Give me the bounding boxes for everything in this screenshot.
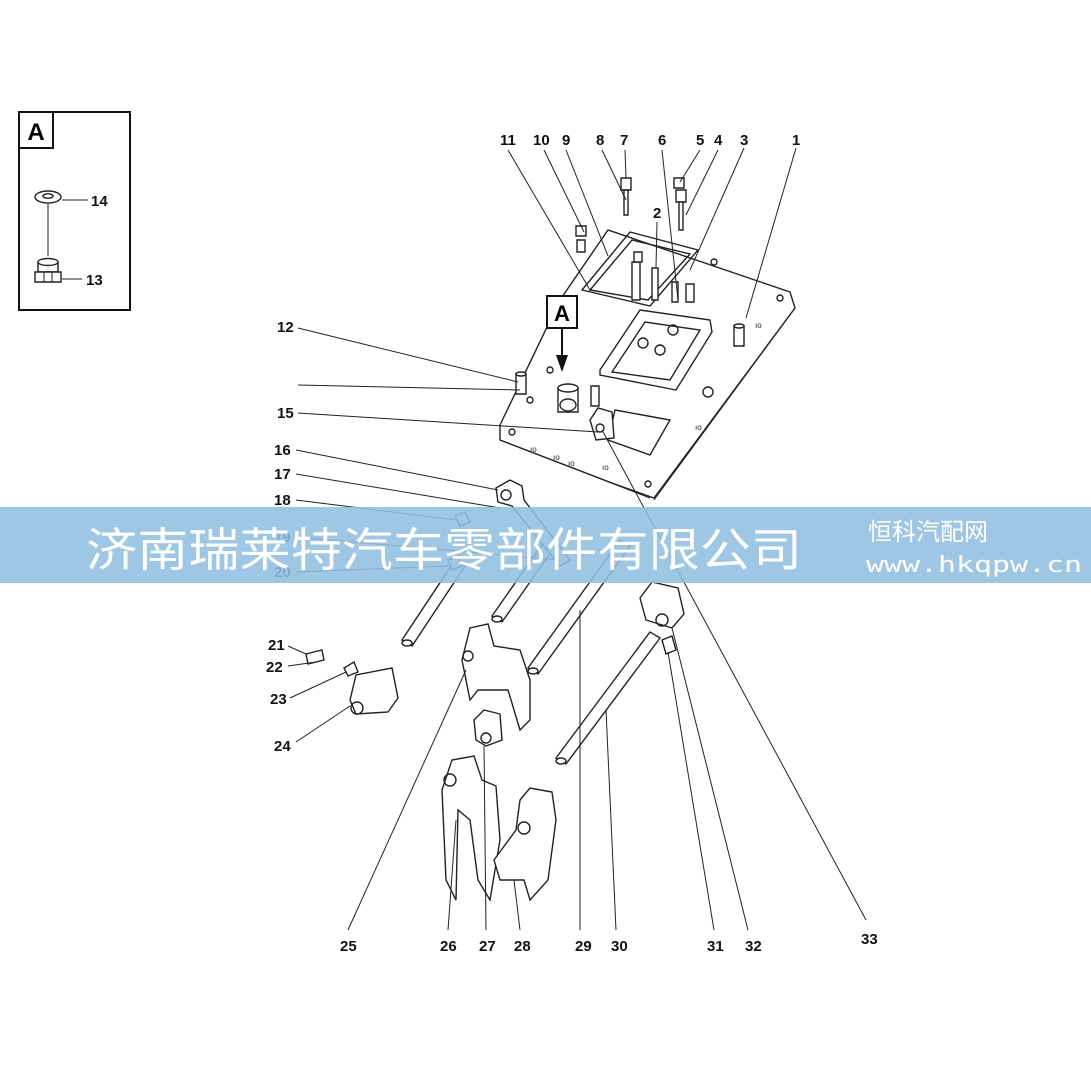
- svg-text:ıo: ıo: [530, 445, 537, 454]
- part-label: 6: [658, 132, 666, 149]
- part-label: 13: [86, 272, 103, 289]
- watermark-company: 济南瑞莱特汽车零部件有限公司: [86, 523, 802, 577]
- part-label: 3: [740, 132, 748, 149]
- detail-box-a: A 14 13: [18, 111, 131, 311]
- part-label: 33: [861, 931, 878, 948]
- part-label: 30: [611, 938, 628, 955]
- part-label: 1: [792, 132, 800, 149]
- bolts-and-springs: [515, 177, 745, 407]
- part-label: 11: [500, 132, 516, 149]
- part-label: 10: [533, 132, 550, 149]
- watermark-url: www.hkqpw.cn: [866, 553, 1082, 578]
- watermark-site-name: 恒科汽配网: [868, 518, 988, 546]
- svg-text:ıo: ıo: [568, 459, 575, 468]
- svg-text:ıo: ıo: [695, 423, 702, 432]
- part-label: 7: [620, 132, 628, 149]
- part-label: 16: [274, 442, 291, 459]
- washer-part: [34, 190, 62, 204]
- part-label: 21: [268, 637, 285, 654]
- part-label: 32: [745, 938, 762, 955]
- part-label: 12: [277, 319, 294, 336]
- part-label: 8: [596, 132, 604, 149]
- part-label: 15: [277, 405, 294, 422]
- callout-a: A: [546, 295, 578, 372]
- part-number-labels: 1 2 3 4 5 6 7 8 9 10 11 12 15 16 17 18 1…: [266, 132, 878, 955]
- part-label: 29: [575, 938, 592, 955]
- watermark-banner: 济南瑞莱特汽车零部件有限公司 恒科汽配网 www.hkqpw.cn: [0, 507, 1091, 583]
- leader-lines: [287, 147, 867, 931]
- svg-text:ıo: ıo: [602, 463, 609, 472]
- part-label: 31: [707, 938, 724, 955]
- part-label: 23: [270, 691, 287, 708]
- part-label: 28: [514, 938, 531, 955]
- callout-a-label: A: [554, 301, 570, 326]
- watermark-band: [0, 507, 1091, 583]
- svg-text:ıo: ıo: [553, 453, 560, 462]
- part-label: 22: [266, 659, 283, 676]
- part-label: 27: [479, 938, 496, 955]
- part-label: 4: [714, 132, 723, 149]
- part-label: 5: [696, 132, 704, 149]
- part-label: 25: [340, 938, 357, 955]
- svg-text:ıo: ıo: [755, 321, 762, 330]
- part-label: 18: [274, 492, 291, 509]
- part-label: 24: [274, 738, 291, 755]
- part-label: 9: [562, 132, 570, 149]
- part-label: 14: [91, 193, 108, 210]
- shift-cover-plate: ıo ıo ıo ıo ıo ıo: [499, 229, 796, 501]
- detail-box-label: A: [27, 119, 44, 146]
- part-label: 17: [274, 466, 291, 483]
- part-label: 2: [653, 205, 661, 222]
- part-label: 26: [440, 938, 457, 955]
